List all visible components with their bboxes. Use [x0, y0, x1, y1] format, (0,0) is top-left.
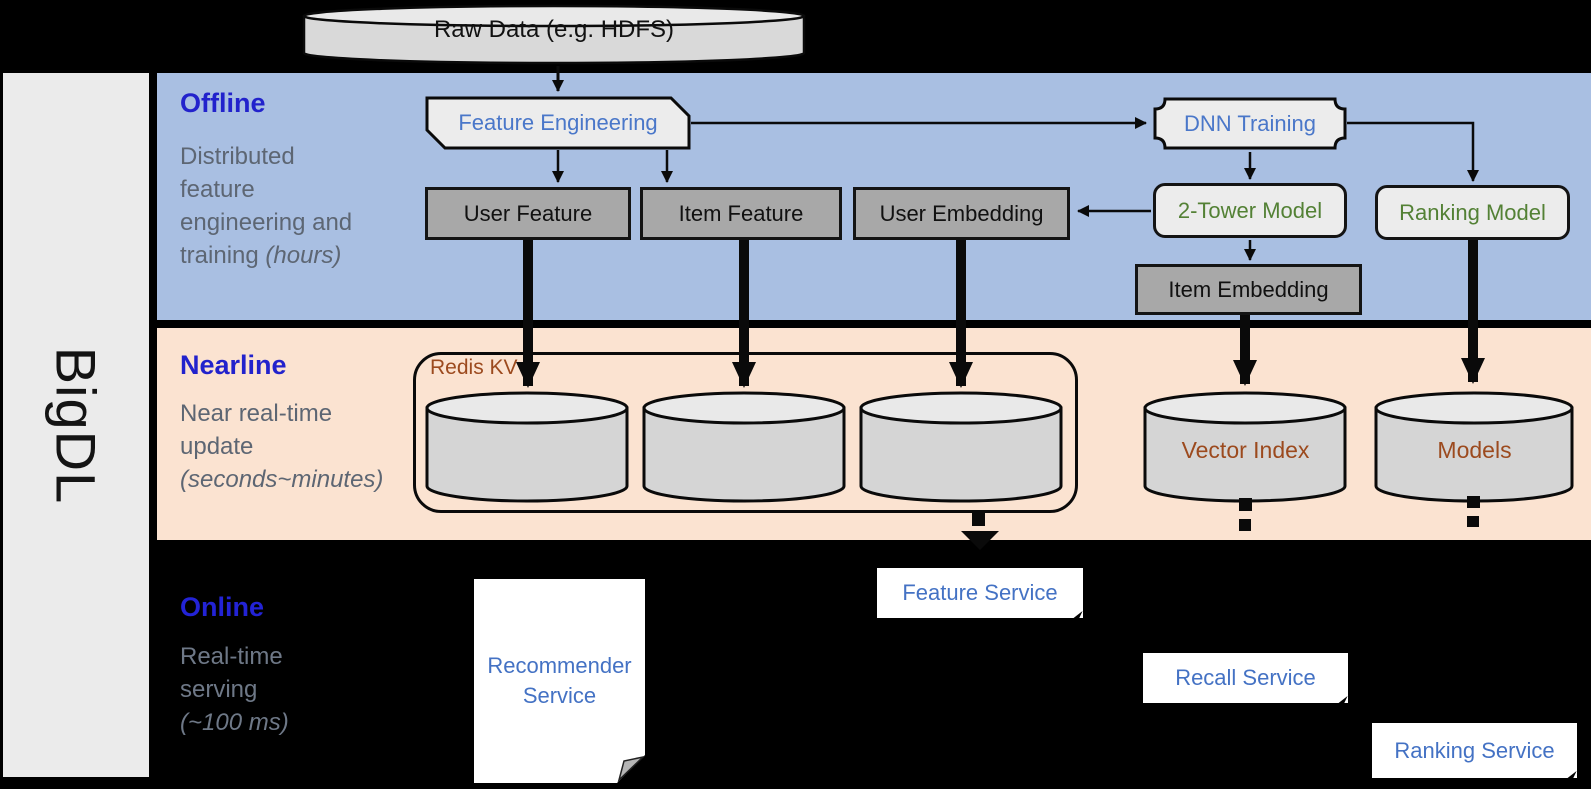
ranking-service-node: Ranking Service: [1372, 723, 1577, 778]
raw-data-label: Raw Data (e.g. HDFS): [433, 16, 675, 43]
vector-index-store: Vector Index: [1141, 390, 1350, 506]
bigdl-logo: BigDL: [3, 73, 149, 777]
models-label: Models: [1437, 436, 1512, 463]
offline-title: Offline: [180, 88, 266, 118]
recommender-service-node: Recommender Service: [474, 579, 645, 783]
ranking-model-node: Ranking Model: [1375, 185, 1570, 240]
raw-data-store: Raw Data (e.g. HDFS): [300, 4, 808, 66]
bigdl-sidebar: BigDL: [3, 73, 149, 777]
recommender-service-label: Recommender Service: [487, 653, 632, 708]
feature-engineering-label: Feature Engineering: [458, 110, 658, 135]
cylinder-shape: [859, 391, 1063, 503]
online-description: Real-time serving (~100 ms): [180, 643, 289, 736]
plaque-box-shape: [1153, 97, 1347, 150]
dnn-training-label: DNN Training: [1183, 110, 1317, 136]
user-feature-label: User Feature: [463, 200, 593, 226]
recall-service-label: Recall Service: [1175, 665, 1316, 690]
vector-index-label: Vector Index: [1181, 436, 1310, 463]
cylinder-shape: [425, 391, 629, 503]
item-feature-label: Item Feature: [678, 200, 804, 226]
two-tower-model-node: 2-Tower Model: [1153, 183, 1347, 238]
feature-service-label: Feature Service: [902, 580, 1058, 605]
beveled-box-shape: [425, 96, 691, 150]
redis-cylinder-1: [423, 390, 632, 506]
user-feature-node: User Feature: [425, 187, 631, 240]
item-feature-node: Item Feature: [640, 187, 842, 240]
user-embedding-node: User Embedding: [853, 187, 1070, 240]
ranking-model-label: Ranking Model: [1399, 199, 1546, 225]
document-shape: [474, 579, 645, 783]
dnn-training-node: DNN Training: [1153, 97, 1347, 150]
item-embedding-node: Item Embedding: [1135, 264, 1362, 315]
offline-description: Distributed feature engineering and trai…: [180, 143, 353, 269]
cylinder-shape: [302, 4, 806, 65]
recall-service-node: Recall Service: [1143, 653, 1348, 703]
redis-cylinder-3: [857, 390, 1066, 506]
ranking-service-label: Ranking Service: [1394, 737, 1555, 763]
cylinder-shape: [642, 391, 846, 503]
feature-service-node: Feature Service: [877, 568, 1083, 618]
nearline-title: Nearline: [180, 350, 287, 380]
cylinder-shape: [1143, 391, 1347, 503]
nearline-description: Near real-time update (seconds~minutes): [180, 400, 384, 493]
bigdl-logo-text: BigDL: [44, 346, 108, 504]
online-title: Online: [180, 592, 265, 622]
user-embedding-label: User Embedding: [879, 200, 1044, 226]
item-embedding-label: Item Embedding: [1168, 276, 1329, 302]
feature-engineering-node: Feature Engineering: [425, 96, 691, 150]
models-store: Models: [1372, 390, 1577, 506]
two-tower-model-label: 2-Tower Model: [1177, 197, 1323, 223]
redis-kv-label: Redis KV: [430, 356, 518, 379]
redis-cylinder-2: [640, 390, 848, 506]
